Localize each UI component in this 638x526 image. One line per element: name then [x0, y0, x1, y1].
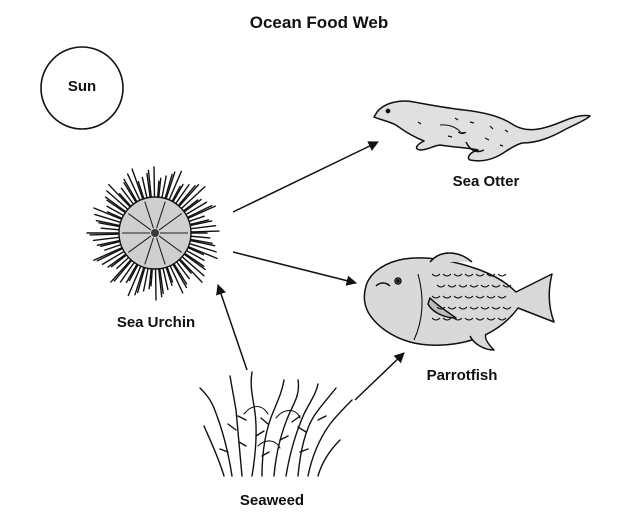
sea-otter-label: Sea Otter — [452, 173, 520, 190]
food-web-arrows — [216, 141, 405, 401]
parrotfish-label: Parrotfish — [426, 367, 498, 384]
seaweed-label: Seaweed — [239, 492, 305, 509]
sea-urchin-drawing — [86, 166, 220, 301]
seaweed-drawing — [199, 371, 353, 477]
sun-circle — [40, 46, 124, 130]
sea-urchin-label: Sea Urchin — [116, 314, 196, 331]
arrow-seaweed-to-sea-urchin — [216, 284, 248, 371]
parrotfish-drawing — [363, 252, 555, 351]
sea-otter-drawing — [373, 100, 591, 162]
arrow-sea-urchin-to-parrotfish — [232, 251, 358, 286]
sun-label: Sun — [67, 78, 97, 95]
arrow-sea-urchin-to-sea-otter — [232, 141, 379, 213]
arrow-seaweed-to-parrotfish — [354, 352, 405, 401]
diagram-title: Ocean Food Web — [249, 13, 389, 32]
